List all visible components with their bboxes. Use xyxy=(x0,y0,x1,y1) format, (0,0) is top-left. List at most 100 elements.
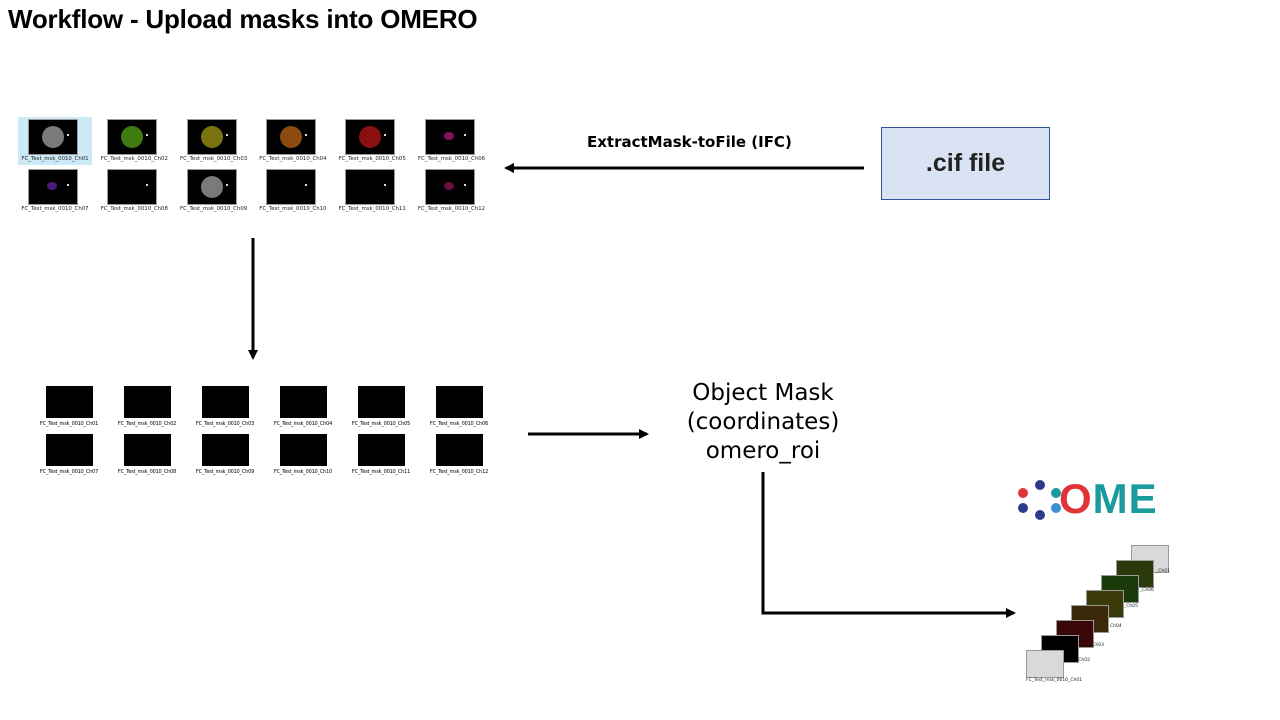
top-thumbnail[interactable]: FC_Test_msk_0010_Ch02 xyxy=(97,117,171,165)
page-title: Workflow - Upload masks into OMERO xyxy=(8,4,478,34)
thumbnail-dot xyxy=(146,134,149,136)
thumbnail-caption: FC_Test_msk_0010_Ch11 xyxy=(338,206,406,212)
thumbnail-image xyxy=(28,169,78,205)
mask-caption: FC_Test_msk_0010_Ch04 xyxy=(273,421,333,427)
thumbnail-caption: FC_Test_msk_0010_Ch09 xyxy=(179,206,248,212)
object-mask-line-1: Object Mask xyxy=(692,380,834,406)
thumbnail-image xyxy=(186,119,237,155)
cell-blob xyxy=(121,126,144,148)
mask-thumbnail[interactable]: FC_Test_msk_0010_Ch09 xyxy=(194,432,256,478)
mask-caption: FC_Test_msk_0010_Ch07 xyxy=(39,469,99,475)
thumbnail-caption: FC_Test_msk_0010_Ch03 xyxy=(179,156,248,162)
top-thumbnail[interactable]: FC_Test_msk_0010_Ch06 xyxy=(415,117,489,165)
mask-thumbnail[interactable]: FC_Test_msk_0010_Ch12 xyxy=(428,432,490,478)
mask-caption: FC_Test_msk_0010_Ch12 xyxy=(429,469,489,475)
top-thumbnail[interactable]: FC_Test_msk_0010_Ch07 xyxy=(18,167,92,215)
top-thumbnail[interactable]: FC_Test_msk_0010_Ch05 xyxy=(335,117,409,165)
thumbnail-image xyxy=(265,119,316,155)
mask-caption: FC_Test_msk_0010_Ch01 xyxy=(39,421,99,427)
mask-image xyxy=(124,434,171,466)
cell-blob xyxy=(279,126,302,148)
mask-thumbnail[interactable]: FC_Test_msk_0010_Ch11 xyxy=(350,432,412,478)
mask-thumbnail[interactable]: FC_Test_msk_0010_Ch07 xyxy=(38,432,100,478)
mask-caption: FC_Test_msk_0010_Ch02 xyxy=(117,421,177,427)
top-thumbnail[interactable]: FC_Test_msk_0010_Ch10 xyxy=(256,167,330,215)
stack-image-label: FC_Test_msk_0010_Ch01 xyxy=(1026,678,1083,683)
thumbnail-caption: FC_Test_msk_0010_Ch01 xyxy=(21,156,89,162)
mask-thumbnail[interactable]: FC_Test_msk_0010_Ch06 xyxy=(428,384,490,430)
ome-logo xyxy=(1016,478,1186,524)
thumbnail-dot xyxy=(225,134,228,136)
mask-caption: FC_Test_msk_0010_Ch05 xyxy=(351,421,411,427)
mask-thumbnail[interactable]: FC_Test_msk_0010_Ch08 xyxy=(116,432,178,478)
mask-thumbnail[interactable]: FC_Test_msk_0010_Ch05 xyxy=(350,384,412,430)
thumbnail-dot xyxy=(146,184,149,186)
cell-blob xyxy=(443,132,454,140)
mask-caption: FC_Test_msk_0010_Ch10 xyxy=(273,469,333,475)
thumbnail-image xyxy=(424,119,475,155)
top-thumbnail[interactable]: FC_Test_msk_0010_Ch01 xyxy=(18,117,92,165)
object-mask-line-2: (coordinates) xyxy=(686,409,840,435)
ome-wordmark-me: ME xyxy=(1092,475,1158,522)
thumbnail-dot xyxy=(384,134,387,136)
mask-thumbnail[interactable]: FC_Test_msk_0010_Ch01 xyxy=(38,384,100,430)
mask-image xyxy=(124,386,171,418)
top-thumbnail[interactable]: FC_Test_msk_0010_Ch12 xyxy=(415,167,489,215)
extract-mask-label: ExtractMask-toFile (IFC) xyxy=(587,133,792,151)
mask-image xyxy=(46,386,93,418)
thumbnail-image xyxy=(265,169,316,205)
mask-thumbnail[interactable]: FC_Test_msk_0010_Ch04 xyxy=(272,384,334,430)
thumbnail-caption: FC_Test_msk_0010_Ch02 xyxy=(100,156,168,162)
stack-image-label: _Ch06 xyxy=(1140,588,1154,593)
thumbnail-dot xyxy=(67,134,69,136)
thumbnail-caption: FC_Test_msk_0010_Ch05 xyxy=(338,156,406,162)
thumbnail-dot xyxy=(463,184,466,186)
mask-caption: FC_Test_msk_0010_Ch09 xyxy=(195,469,255,475)
ome-wordmark-o: O xyxy=(1059,475,1093,522)
mask-caption: FC_Test_msk_0010_Ch03 xyxy=(195,421,255,427)
mask-image xyxy=(280,434,327,466)
thumbnail-image xyxy=(345,119,396,155)
cif-file-label: .cif file xyxy=(925,149,1006,177)
stack-image-label: _Ch05 xyxy=(1124,604,1138,609)
thumbnail-dot xyxy=(304,134,307,136)
top-thumbnail[interactable]: FC_Test_msk_0010_Ch08 xyxy=(97,167,171,215)
cell-blob xyxy=(443,182,454,190)
cell-blob xyxy=(359,126,382,148)
mask-image xyxy=(358,434,405,466)
stack-image-card xyxy=(1026,650,1064,678)
thumbnail-image xyxy=(107,169,158,205)
mask-thumbnail[interactable]: FC_Test_msk_0010_Ch02 xyxy=(116,384,178,430)
thumbnail-image xyxy=(107,119,158,155)
stack-image-label: _Ch01 xyxy=(1156,569,1170,574)
top-thumbnail[interactable]: FC_Test_msk_0010_Ch09 xyxy=(177,167,251,215)
thumbnail-caption: FC_Test_msk_0010_Ch12 xyxy=(417,206,486,212)
top-thumbnail[interactable]: FC_Test_msk_0010_Ch04 xyxy=(256,117,330,165)
mask-caption: FC_Test_msk_0010_Ch06 xyxy=(429,421,489,427)
thumbnail-caption: FC_Test_msk_0010_Ch07 xyxy=(21,206,89,212)
mask-image xyxy=(436,434,483,466)
cell-blob xyxy=(47,182,57,190)
arrow-object-to-omero xyxy=(761,472,1016,618)
cell-blob xyxy=(200,126,223,148)
ome-wordmark: OME xyxy=(1059,475,1158,523)
thumbnail-image xyxy=(345,169,396,205)
thumbnail-caption: FC_Test_msk_0010_Ch06 xyxy=(417,156,486,162)
object-mask-line-3: omero_roi xyxy=(705,438,821,464)
thumbnail-image xyxy=(186,169,237,205)
stack-image-label: Ch04 xyxy=(1110,624,1122,629)
top-thumbnail[interactable]: FC_Test_msk_0010_Ch11 xyxy=(335,167,409,215)
thumbnail-dot xyxy=(67,184,69,186)
top-thumbnail[interactable]: FC_Test_msk_0010_Ch03 xyxy=(177,117,251,165)
thumbnail-image xyxy=(424,169,475,205)
thumbnail-caption: FC_Test_msk_0010_Ch10 xyxy=(259,206,327,212)
mask-thumbnail[interactable]: FC_Test_msk_0010_Ch10 xyxy=(272,432,334,478)
thumbnail-image xyxy=(28,119,78,155)
mask-image xyxy=(202,434,249,466)
mask-image xyxy=(436,386,483,418)
mask-thumbnail[interactable]: FC_Test_msk_0010_Ch03 xyxy=(194,384,256,430)
thumbnail-dot xyxy=(463,134,466,136)
mask-image xyxy=(358,386,405,418)
